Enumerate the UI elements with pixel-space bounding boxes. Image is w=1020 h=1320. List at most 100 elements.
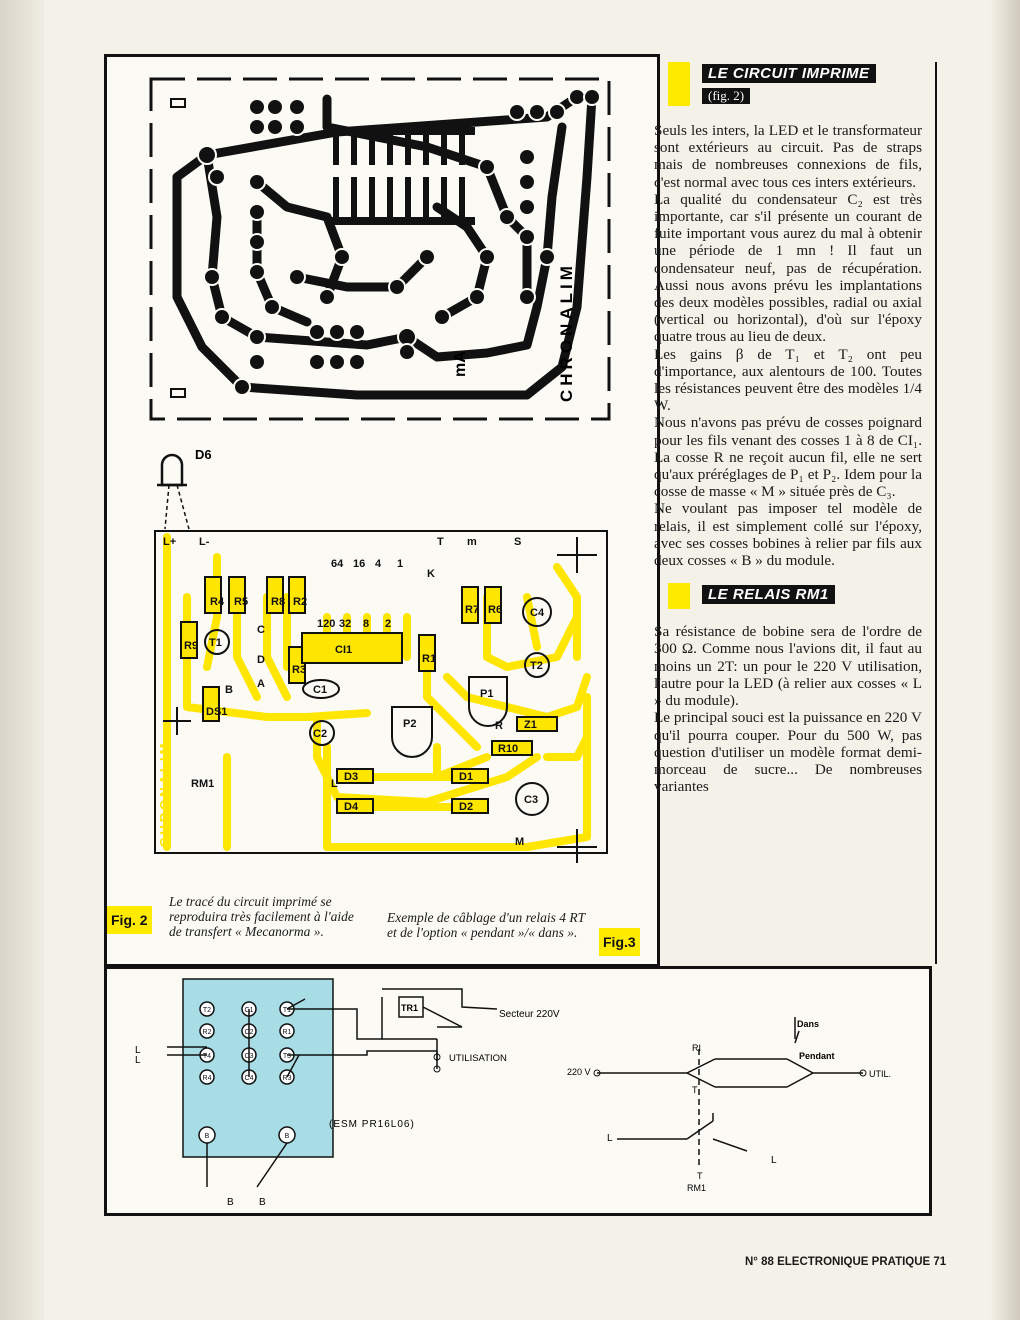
pcb-label-r7: R7 bbox=[465, 604, 479, 616]
paragraph: La qualité du condensateur C₂ est très i… bbox=[654, 190, 922, 346]
pcb-label-d: D bbox=[257, 654, 265, 666]
pcb-label-1: 1 bbox=[397, 558, 403, 570]
paragraph: Le principal souci est la puissance en 2… bbox=[654, 709, 922, 796]
l-label: L bbox=[135, 1055, 141, 1066]
section-header-relais: LE RELAIS RM1 bbox=[654, 583, 924, 617]
relay-wiring-diagram: T2 C1 T1 R2 C2 R1 T4 C3 T3 R4 C4 R3 B B bbox=[135, 978, 891, 1208]
pcb-label-c4: C4 bbox=[530, 607, 545, 619]
pin-label: T1 bbox=[283, 1007, 291, 1014]
pin-label: B bbox=[205, 1133, 210, 1140]
pcb-label-l: L bbox=[331, 778, 338, 790]
pcb-label-c: C bbox=[257, 624, 265, 636]
text-column: LE CIRCUIT IMPRIME (fig. 2) Seuls les in… bbox=[654, 62, 924, 795]
paragraph: Seuls les inters, la LED et le transform… bbox=[654, 122, 922, 191]
tr1-label: TR1 bbox=[401, 1003, 418, 1013]
section-subtitle: (fig. 2) bbox=[702, 88, 751, 104]
pcb-label-r4: R4 bbox=[210, 596, 225, 608]
led-d6-label: D6 bbox=[195, 447, 212, 462]
pcb-label-r9: R9 bbox=[184, 640, 198, 652]
pcb-label-t2: T2 bbox=[530, 660, 543, 672]
pcb-label-lplus: L+ bbox=[163, 536, 176, 548]
b-label: B bbox=[259, 1197, 266, 1208]
paragraph: Sa résistance de bobine sera de l'ordre … bbox=[654, 623, 922, 710]
pcb-label-4: 4 bbox=[375, 558, 382, 570]
pcb-label-16: 16 bbox=[353, 558, 365, 570]
pin-label: R1 bbox=[283, 1029, 292, 1036]
l-label: L bbox=[135, 1045, 141, 1056]
fig3-caption: Exemple de câblage d'un relais 4 RT et d… bbox=[387, 910, 585, 940]
l-label: L bbox=[771, 1155, 777, 1166]
pcb-label-s: S bbox=[514, 536, 521, 548]
fig2-caption: Le tracé du circuit imprimé se reproduir… bbox=[169, 894, 354, 939]
ri-label: RI bbox=[692, 1043, 701, 1053]
pcb-label-p1: P1 bbox=[480, 688, 493, 700]
section-marker bbox=[668, 62, 690, 106]
t-label: T bbox=[692, 1085, 698, 1095]
pcb-label-2: 2 bbox=[385, 618, 391, 630]
pcb-label-c3: C3 bbox=[524, 794, 538, 806]
pcb-label-z1: Z1 bbox=[524, 719, 537, 731]
pcb-label-ds1: DS1 bbox=[206, 706, 227, 718]
l-label: L bbox=[607, 1133, 613, 1144]
pcb-label-r6: R6 bbox=[488, 604, 502, 616]
pcb-label-32: 32 bbox=[339, 618, 351, 630]
dans-label: Dans bbox=[797, 1019, 819, 1029]
figure-2-frame: CHRONALIM mA D6 bbox=[104, 54, 660, 898]
figure-3-frame: T2 C1 T1 R2 C2 R1 T4 C3 T3 R4 C4 R3 B B bbox=[104, 966, 932, 1216]
page-footer: N° 88 ELECTRONIQUE PRATIQUE 71 bbox=[745, 1256, 947, 1268]
section-title: LE CIRCUIT IMPRIME bbox=[702, 64, 876, 83]
t-label: T bbox=[697, 1171, 703, 1181]
pin-label: T2 bbox=[203, 1007, 211, 1014]
rm1-label: RM1 bbox=[687, 1183, 706, 1193]
pcb-label-r10: R10 bbox=[498, 743, 518, 755]
pcb-label-p2: P2 bbox=[403, 718, 416, 730]
pcb-label-k: K bbox=[427, 568, 435, 580]
pcb-label-rm1: RM1 bbox=[191, 778, 214, 790]
pin-label: T4 bbox=[203, 1053, 211, 1060]
pcb-label-b: B bbox=[225, 684, 233, 696]
pcb-label-d1: D1 bbox=[459, 771, 473, 783]
section-header-circuit: LE CIRCUIT IMPRIME (fig. 2) bbox=[654, 62, 924, 108]
pcb-label-t1: T1 bbox=[209, 637, 222, 649]
pin-label: R4 bbox=[203, 1075, 212, 1082]
esm-label: (ESM PR16L06) bbox=[329, 1119, 415, 1130]
column-rule bbox=[935, 62, 937, 964]
pcb-label-r5: R5 bbox=[234, 596, 248, 608]
pcb-label-c2: C2 bbox=[313, 728, 327, 740]
fig2-tag: Fig. 2 bbox=[107, 906, 152, 934]
220v-label: 220 V bbox=[567, 1067, 591, 1077]
b-label: B bbox=[227, 1197, 234, 1208]
pcb-label-64: 64 bbox=[331, 558, 344, 570]
pcb-label-r1: R1 bbox=[422, 653, 436, 665]
util-label: UTIL. bbox=[869, 1069, 891, 1079]
pcb-chronalim-mirror: CHRONALIM bbox=[157, 741, 172, 847]
pcb-label-r3: R3 bbox=[292, 664, 306, 676]
utilisation-label: UTILISATION bbox=[449, 1053, 507, 1064]
pcb-label-r2: R2 bbox=[293, 596, 307, 608]
pcb-label-8: 8 bbox=[363, 618, 369, 630]
fig3-tag: Fig.3 bbox=[599, 928, 640, 956]
pcb-label-m-small: m bbox=[467, 536, 477, 548]
secteur-label: Secteur 220V bbox=[499, 1009, 560, 1020]
pcb-label-d4: D4 bbox=[344, 801, 359, 813]
section-marker bbox=[668, 583, 690, 610]
pin-label: R3 bbox=[283, 1075, 292, 1082]
pcb-label-lminus: L- bbox=[199, 536, 210, 548]
paragraph: Nous n'avons pas prévu de cosses poignar… bbox=[654, 414, 922, 501]
pcb-label-r: R bbox=[495, 720, 503, 732]
pcb-chronalim-label: CHRONALIM bbox=[557, 262, 576, 402]
pcb-label-m: M bbox=[515, 836, 524, 848]
pcb-label-120: 120 bbox=[317, 618, 335, 630]
pin-label: C4 bbox=[245, 1075, 254, 1082]
page-binding-shadow bbox=[0, 0, 44, 1320]
pcb-label-c1: C1 bbox=[313, 684, 327, 696]
pcb-label-a: A bbox=[257, 678, 265, 690]
pcb-label-r8: R8 bbox=[271, 596, 285, 608]
pcb-label-ci1: CI1 bbox=[335, 644, 352, 656]
figure-caption-row: Fig. 2 Le tracé du circuit imprimé se re… bbox=[104, 892, 660, 967]
section-title: LE RELAIS RM1 bbox=[702, 585, 835, 605]
pendant-label: Pendant bbox=[799, 1051, 835, 1061]
paragraph: Ne voulant pas imposer tel modèle de rel… bbox=[654, 500, 922, 570]
pin-label: B bbox=[285, 1133, 290, 1140]
pcb-artwork: CHRONALIM mA D6 bbox=[149, 77, 611, 863]
